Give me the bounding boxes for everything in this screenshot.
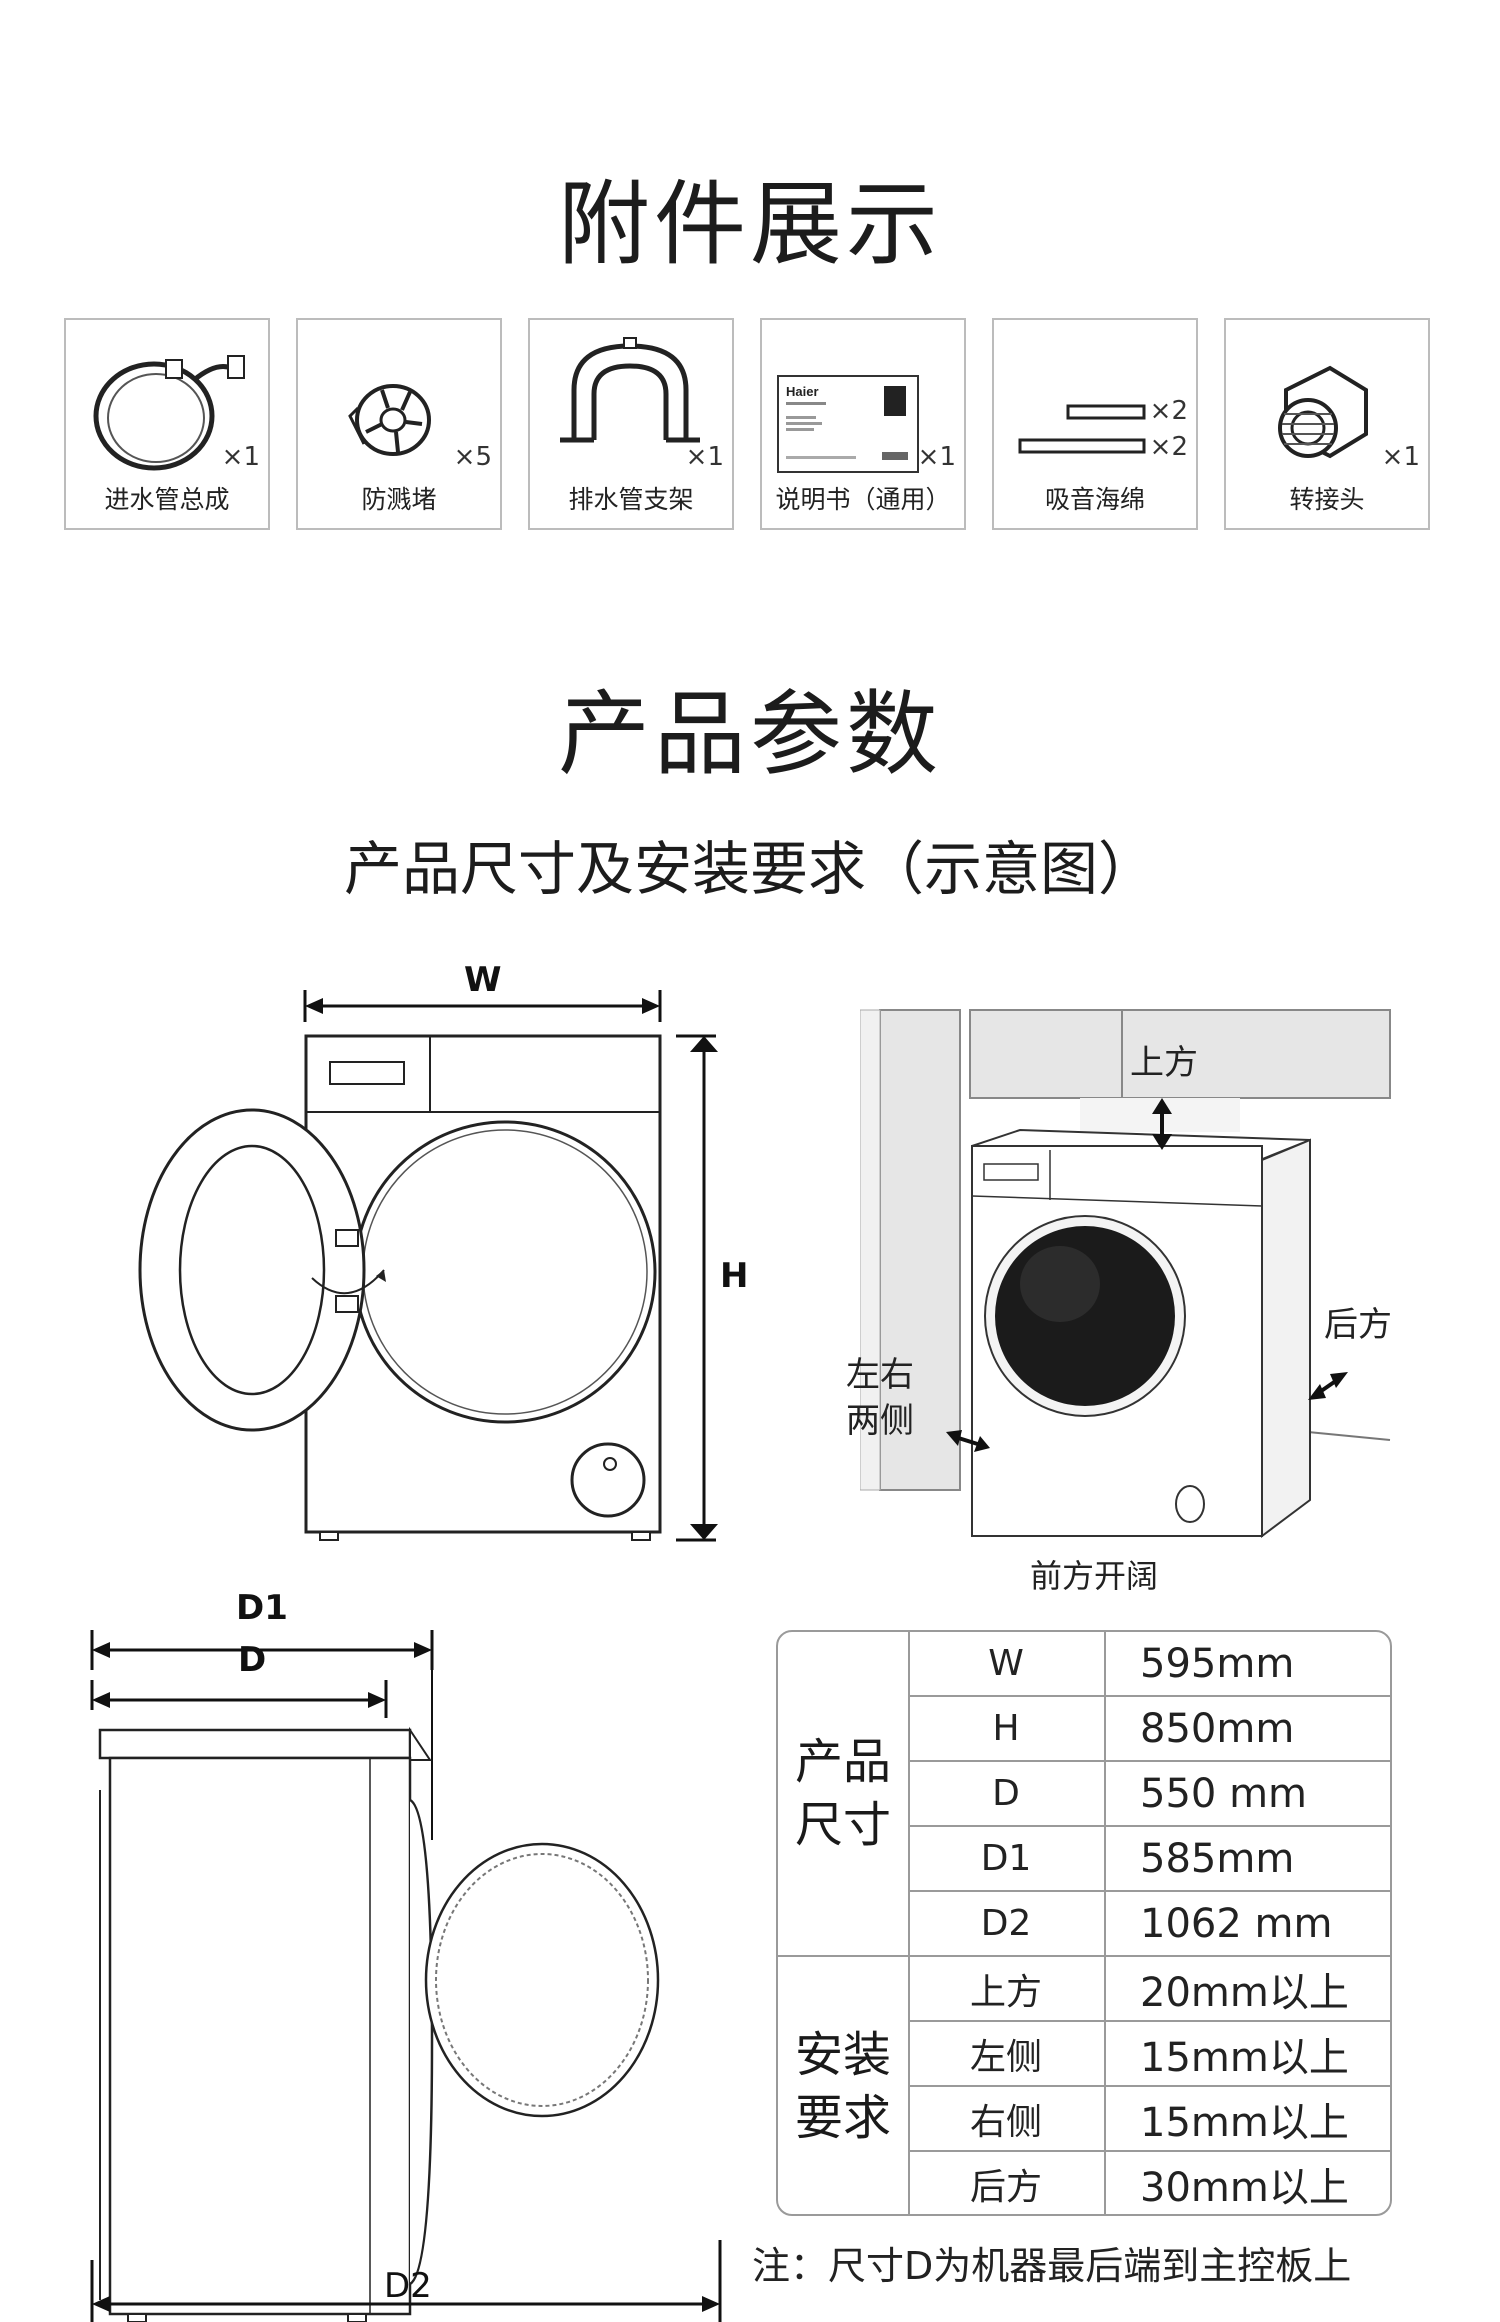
accessory-qty-second: ×2 bbox=[1149, 432, 1188, 462]
accessory-qty: ×1 bbox=[221, 442, 260, 472]
spec-group-size: 产品 尺寸 bbox=[794, 1734, 891, 1853]
spec-key: H bbox=[992, 1708, 1020, 1749]
spec-table: 产品 尺寸 安装 要求 W 595mm H 850mm D 550 mm D1 … bbox=[776, 1630, 1392, 2216]
accessory-card: ×1 排水管支架 bbox=[528, 318, 734, 530]
accessory-card: ×2 ×2 吸音海绵 bbox=[992, 318, 1198, 530]
clearance-side-label-1: 左右 bbox=[846, 1355, 914, 1395]
spec-key: 右侧 bbox=[969, 2101, 1042, 2143]
accessory-card: Haier ×1 说明书（通用） bbox=[760, 318, 966, 530]
drain-hose-bracket-icon bbox=[560, 337, 700, 443]
spec-value: 850mm bbox=[1140, 1705, 1295, 1752]
accessory-label: 吸音海绵 bbox=[1044, 485, 1145, 514]
accessory-qty: ×1 bbox=[1381, 442, 1420, 472]
params-title: 产品参数 bbox=[557, 681, 942, 788]
spec-key: D bbox=[992, 1773, 1020, 1814]
accessory-qty: ×2 bbox=[1149, 396, 1188, 426]
spec-key: D1 bbox=[980, 1838, 1032, 1879]
clearance-side-label-2: 两侧 bbox=[846, 1401, 914, 1441]
accessories-title: 附件展示 bbox=[557, 171, 942, 278]
accessory-qty: ×1 bbox=[917, 442, 956, 472]
clearance-front-label: 前方开阔 bbox=[1030, 1557, 1159, 1595]
d2-dimension-line bbox=[90, 2240, 722, 2322]
side-view-diagram bbox=[90, 1630, 660, 2322]
spec-value: 15mm以上 bbox=[1140, 2034, 1349, 2081]
accessory-card: ×1 转接头 bbox=[1224, 318, 1430, 530]
d1-dimension-label: D1 bbox=[236, 1588, 288, 1628]
spec-value: 595mm bbox=[1140, 1640, 1295, 1687]
accessory-qty: ×5 bbox=[453, 442, 492, 472]
dimension-note: 注：尺寸D为机器最后端到主控板上 bbox=[752, 2244, 1352, 2288]
splash-plug-icon bbox=[348, 384, 431, 456]
spec-value: 1062 mm bbox=[1140, 1900, 1333, 1947]
params-subtitle: 产品尺寸及安装要求（示意图） bbox=[343, 835, 1156, 903]
installation-clearance-diagram bbox=[860, 1009, 1391, 1538]
accessory-label: 进水管总成 bbox=[104, 485, 230, 514]
spec-key: 左侧 bbox=[969, 2036, 1042, 2078]
spec-value: 585mm bbox=[1140, 1835, 1295, 1882]
d2-dimension-label: D2 bbox=[384, 2266, 432, 2306]
accessory-card: ×5 防溅堵 bbox=[296, 318, 502, 530]
accessory-qty: ×1 bbox=[685, 442, 724, 472]
adapter-fitting-icon bbox=[1278, 365, 1368, 459]
accessory-label: 排水管支架 bbox=[568, 485, 694, 514]
manual-brand-text: Haier bbox=[786, 384, 819, 399]
spec-value: 30mm以上 bbox=[1140, 2165, 1349, 2211]
front-view-diagram bbox=[138, 990, 718, 1542]
d-dimension-label: D bbox=[238, 1640, 267, 1680]
spec-group-install: 安装 要求 bbox=[794, 2027, 891, 2146]
accessory-card: ×1 进水管总成 bbox=[64, 318, 270, 530]
clearance-back-label: 后方 bbox=[1324, 1305, 1392, 1345]
spec-key: D2 bbox=[980, 1903, 1032, 1944]
spec-key: 上方 bbox=[969, 1971, 1042, 2013]
spec-key: 后方 bbox=[969, 2167, 1042, 2208]
inlet-hose-icon bbox=[93, 355, 245, 471]
w-dimension-label: W bbox=[464, 960, 502, 1000]
clearance-top-label: 上方 bbox=[1130, 1043, 1198, 1083]
spec-value: 550 mm bbox=[1140, 1770, 1307, 1817]
accessory-label: 转接头 bbox=[1289, 485, 1365, 514]
sound-sponge-icon bbox=[1018, 404, 1146, 454]
accessory-label: 防溅堵 bbox=[361, 485, 437, 514]
h-dimension-label: H bbox=[720, 1256, 749, 1296]
manual-icon: Haier bbox=[777, 375, 919, 473]
spec-value: 20mm以上 bbox=[1140, 1969, 1349, 2016]
accessory-label: 说明书（通用） bbox=[775, 485, 951, 514]
spec-value: 15mm以上 bbox=[1140, 2099, 1349, 2146]
spec-key: W bbox=[988, 1643, 1024, 1684]
